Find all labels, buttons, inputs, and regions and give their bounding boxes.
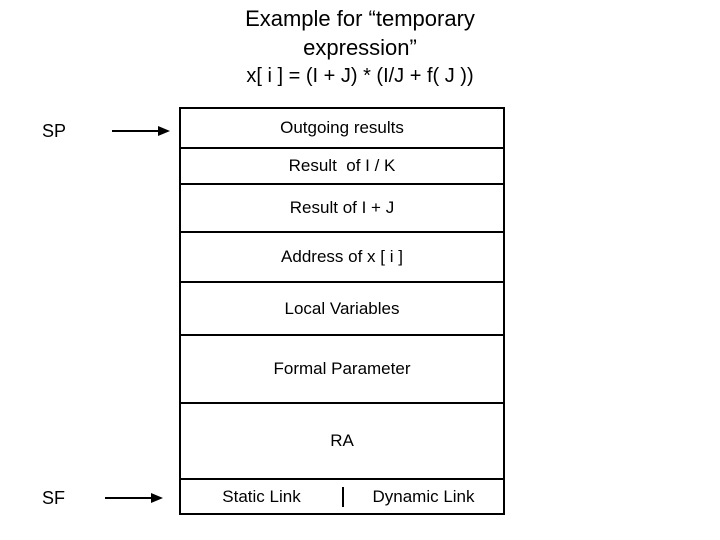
title-formula: x[ i ] = (I + J) * (I/J + f( J )) [246,65,474,87]
stack-row-result-i-plus-j: Result of I + J [181,185,503,233]
stack-row-label: Address of x [ i ] [281,247,403,266]
stack-row-address-of-x: Address of x [ i ] [181,233,503,283]
static-link-label: Static Link [222,486,301,506]
stack-row-label: Local Variables [284,298,400,318]
title-line-1: Example for “temporary [245,6,475,31]
stack-row-ra: RA [181,404,503,480]
stack-row-links: Static Link Dynamic Link [181,480,503,513]
dynamic-link-label: Dynamic Link [372,486,475,506]
stack-row-label: RA [330,431,354,450]
sp-right-arrow-icon [112,126,170,136]
stack-row-formal-parameter: Formal Parameter [181,336,503,404]
stack-row-label: Result of I + J [289,198,395,217]
stack-row-label: Outgoing results [280,118,404,137]
dynamic-link-cell: Dynamic Link [344,487,503,507]
stack-row-local-variables: Local Variables [181,283,503,336]
slide-title-block: Example for “temporary expression” x[ i … [0,4,720,90]
stack-frame-table: Outgoing results Result of I / K Result … [179,107,505,515]
sp-pointer-label: SP [42,121,67,141]
stack-row-label: Result of I / K [288,156,396,175]
stack-row-label: Formal Parameter [273,359,411,378]
stack-row-outgoing-results: Outgoing results [181,109,503,149]
title-line-2: expression” [303,35,417,60]
static-link-cell: Static Link [181,486,344,507]
sf-pointer-label: SF [42,488,66,508]
stack-row-result-i-div-k: Result of I / K [181,149,503,185]
sf-right-arrow-icon [105,493,163,503]
